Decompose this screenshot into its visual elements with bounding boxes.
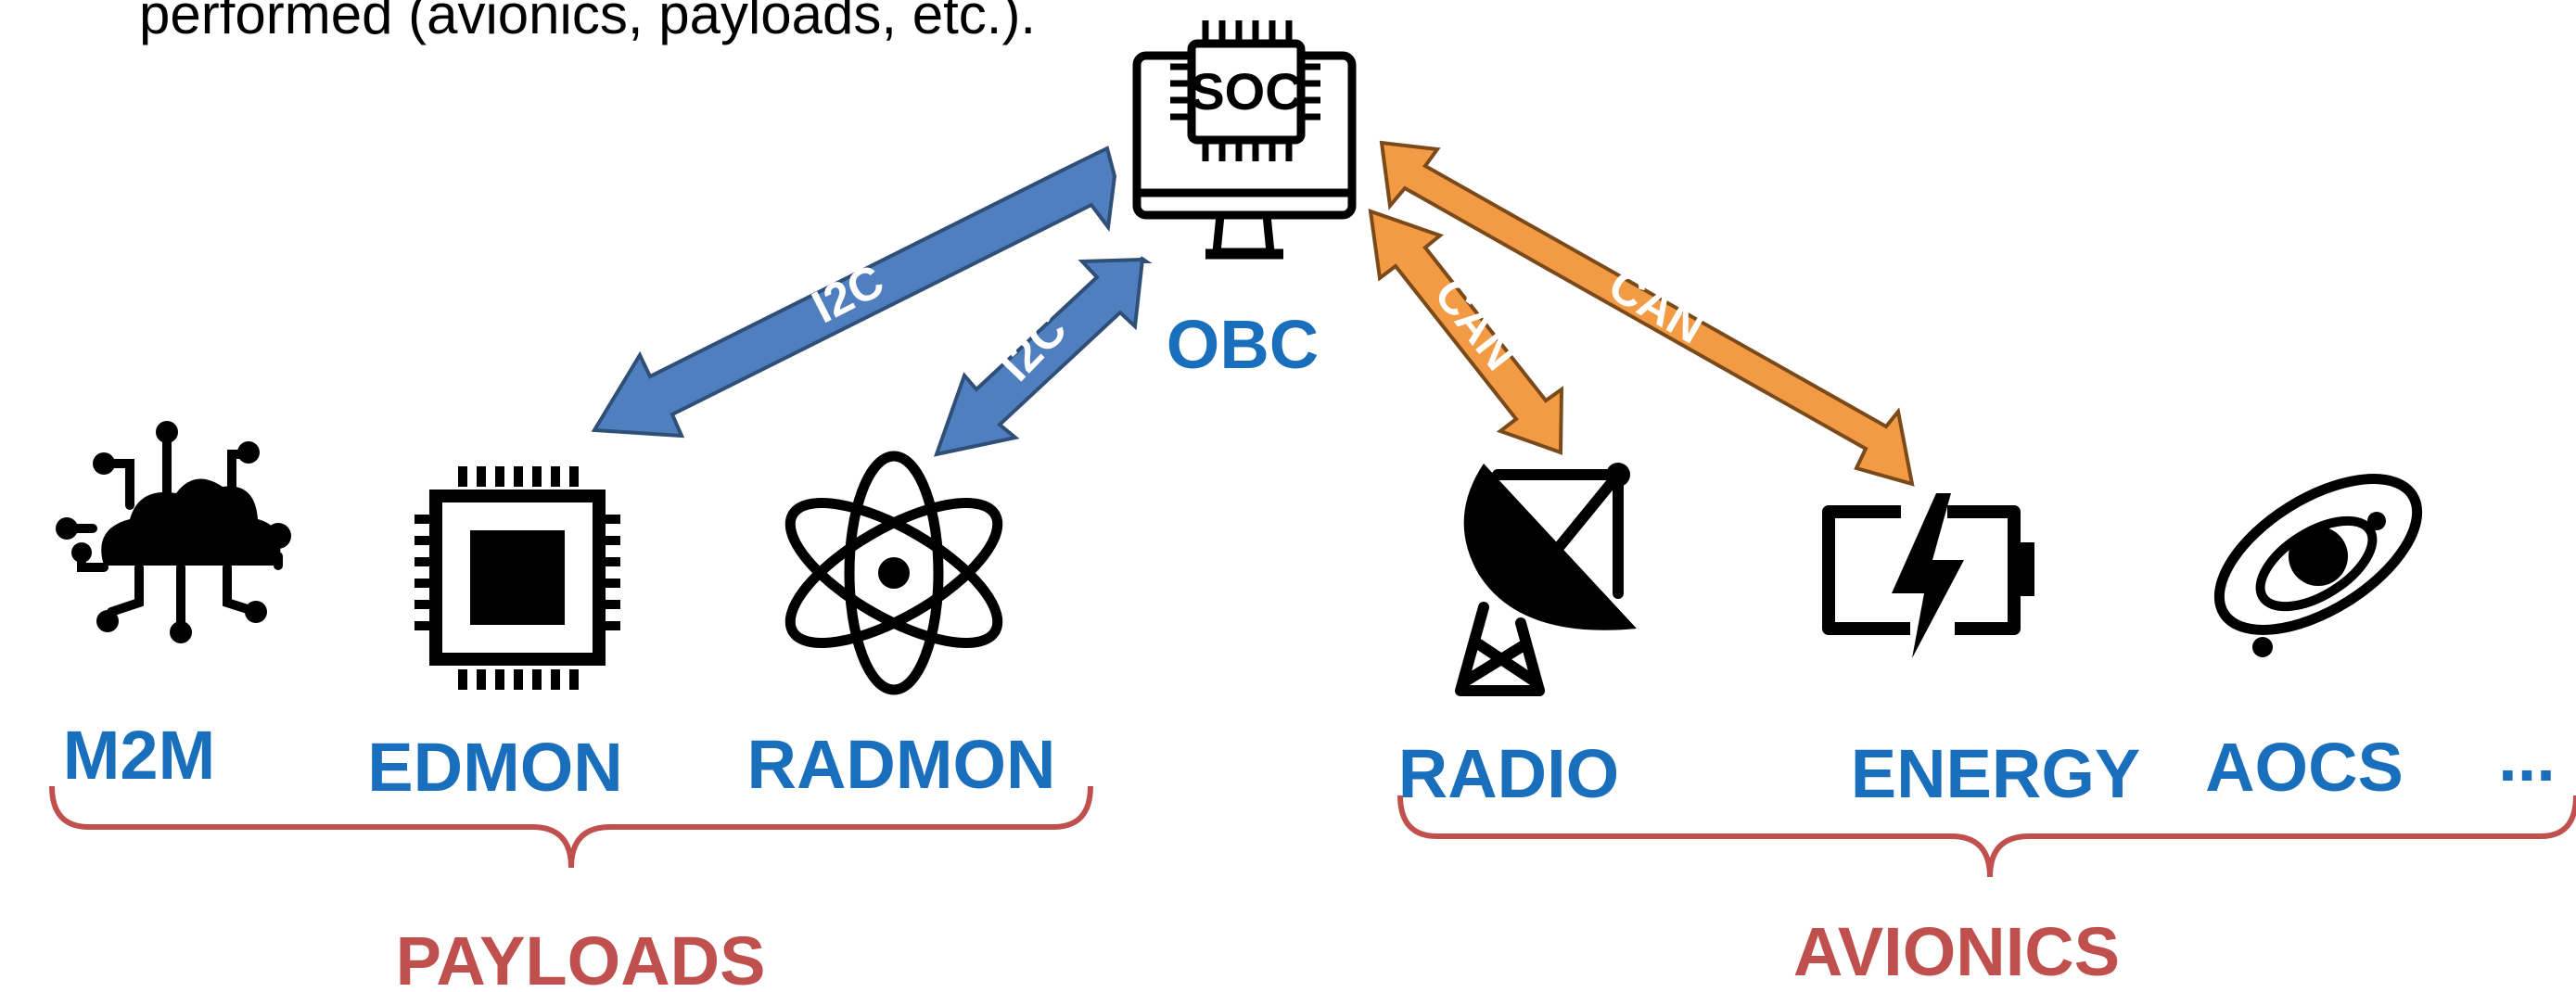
group-label-avionics: AVIONICS <box>1793 913 2120 990</box>
avionics-brace <box>1397 795 2576 878</box>
battery-charging-icon <box>1822 493 2034 658</box>
avionics-label-aocs: AOCS <box>2205 729 2404 806</box>
payload-label-radmon: RADMON <box>747 726 1056 803</box>
group-label-payloads: PAYLOADS <box>396 922 766 992</box>
payload-label-edmon: EDMON <box>367 729 622 806</box>
avionics-label-ellipsis: ... <box>2498 719 2556 795</box>
caption-fragment: performed (avionics, payloads, etc.). <box>139 0 1036 45</box>
soc-chip-label: SOC <box>1190 62 1302 121</box>
atom-icon <box>784 451 1003 695</box>
avionics-label-radio: RADIO <box>1398 735 1619 812</box>
cpu-chip-icon <box>414 466 620 690</box>
avionics-label-energy: ENERGY <box>1851 735 2141 812</box>
obc-label: OBC <box>1167 306 1319 383</box>
cloud-network-icon <box>56 421 291 643</box>
payload-label-m2m: M2M <box>63 717 215 794</box>
satellite-dish-icon <box>1455 463 1637 696</box>
payloads-brace <box>49 785 1093 869</box>
i2c-arrow-radmon: I2C <box>933 256 1153 457</box>
monitor-soc-icon <box>1132 20 1357 260</box>
galaxy-orbit-icon <box>2213 474 2423 657</box>
